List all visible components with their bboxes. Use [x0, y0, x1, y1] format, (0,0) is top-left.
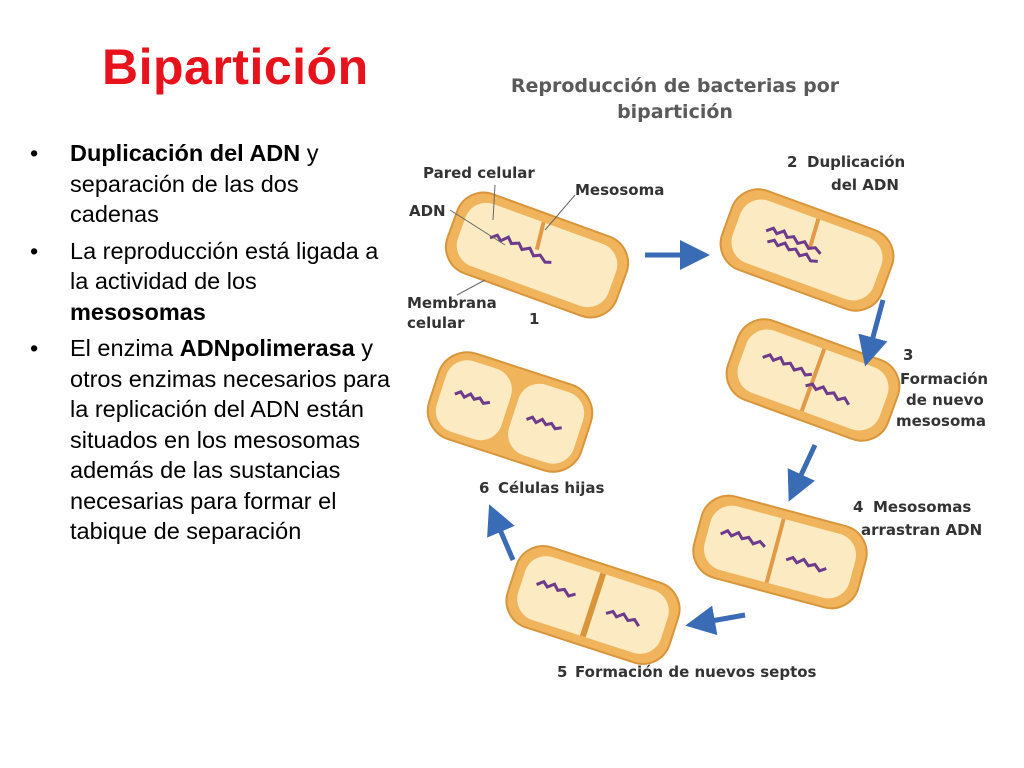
step-4-label-line1: Mesosomas	[873, 498, 971, 516]
step-3-number: 3	[903, 346, 913, 364]
bullet-bold-text: mesosomas	[70, 298, 206, 325]
step-3-label-line3: mesosoma	[896, 412, 986, 430]
cell-step-6	[426, 351, 594, 473]
bullet-bold-text: Duplicación del ADN	[70, 140, 301, 166]
bullet-text: El enzima	[70, 335, 180, 361]
bullet-text: y otros enzimas necesarios para la repli…	[70, 335, 391, 544]
step-2-number: 2	[787, 153, 797, 171]
bullet-text: La reproducción está ligada a la activid…	[70, 237, 379, 295]
slide-title: Bipartición	[102, 39, 369, 95]
bullet-item: Duplicación del ADN y separación de las …	[30, 138, 390, 230]
diagram-title-line1: Reproducción de bacterias por	[511, 75, 840, 97]
step-4-number: 4	[853, 498, 863, 516]
arrow-5-to-6	[487, 504, 516, 561]
bullet-bold-text: ADNpolimerasa	[179, 335, 355, 361]
bullet-text: y separación de las dos cadenas	[70, 140, 319, 227]
cell-step-2	[719, 188, 895, 312]
bacteria-reproduction-diagram: Reproducción de bacterias por bipartició…	[407, 75, 988, 681]
step-5-number: 5	[557, 663, 567, 681]
step-5-label: Formación de nuevos septos	[575, 663, 817, 681]
label-mesosoma: Mesosoma	[575, 181, 664, 199]
step-2-label-line2: del ADN	[831, 176, 899, 194]
arrow-3-to-4	[787, 443, 818, 502]
label-membrana-line2: celular	[407, 314, 465, 332]
step-2-label-line1: Duplicación	[807, 153, 905, 171]
cell-step-5	[505, 545, 681, 665]
cell-step-3	[725, 318, 901, 442]
label-pared-celular: Pared celular	[423, 164, 535, 182]
leader-membrana	[456, 279, 486, 296]
cell-step-1	[444, 191, 630, 319]
leader-mesosoma	[544, 194, 576, 231]
label-membrana-line1: Membrana	[407, 294, 497, 312]
cell-step-4	[692, 494, 868, 610]
leader-adn	[449, 209, 506, 246]
step-4-label-line2: arrastran ADN	[861, 521, 982, 539]
bullet-item: El enzima ADNpolimerasa y otros enzimas …	[30, 333, 390, 547]
step-3-label-line2: de nuevo	[906, 391, 984, 409]
leader-pared-celular	[492, 184, 496, 221]
bullet-item: La reproducción está ligada a la activid…	[30, 236, 390, 328]
label-adn: ADN	[409, 202, 446, 220]
step-3-label-line1: Formación	[900, 370, 988, 388]
bullet-list: Duplicación del ADN y separación de las …	[30, 138, 390, 553]
diagram-title-line2: bipartición	[617, 101, 733, 123]
arrow-4-to-5	[685, 605, 746, 636]
step-1-number: 1	[529, 310, 539, 328]
step-6-number: 6	[479, 479, 489, 497]
arrow-2-to-3	[858, 299, 888, 367]
step-6-label: Células hijas	[498, 479, 605, 497]
